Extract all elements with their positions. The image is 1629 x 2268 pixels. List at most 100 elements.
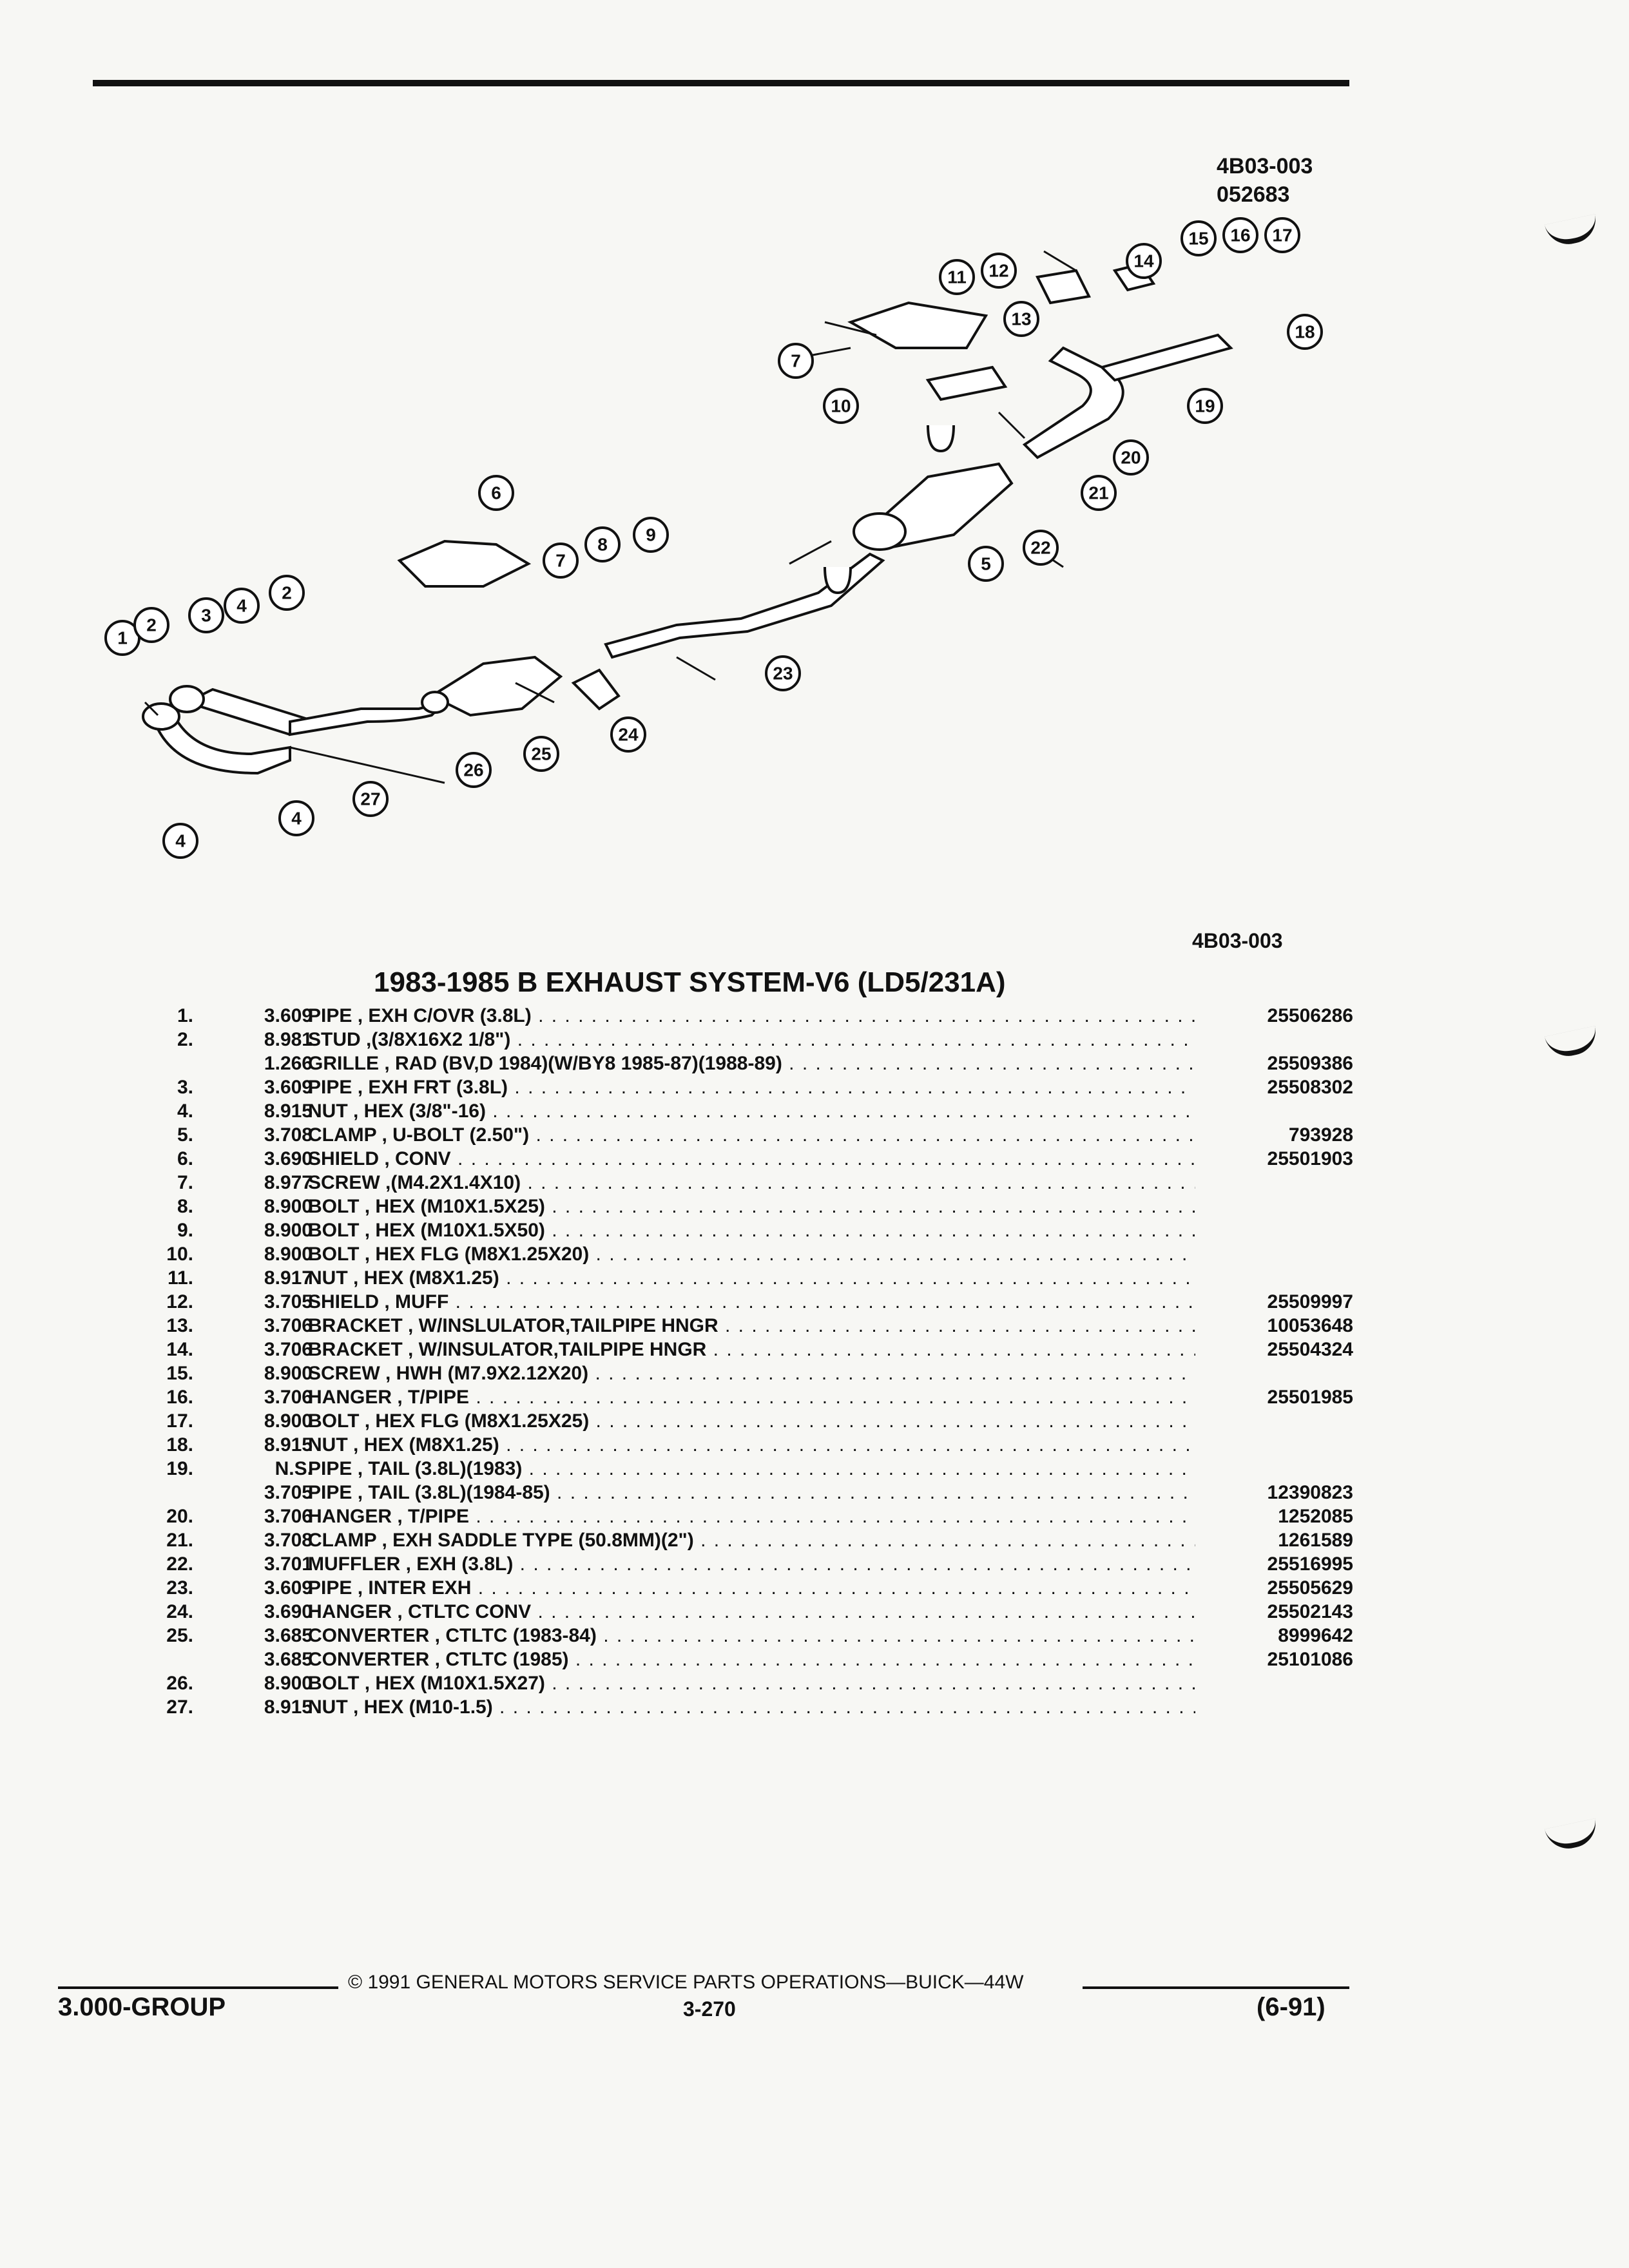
part-number: 25504324 [1267, 1339, 1353, 1360]
group-number: 3.701 [264, 1553, 313, 1575]
part-description: NUT , HEX (M10-1.5) [308, 1695, 1195, 1719]
ref-number: 2. [177, 1029, 193, 1050]
tail-pipe [1022, 333, 1233, 459]
callout-6: 6 [478, 475, 514, 511]
svg-text:22: 22 [1030, 538, 1050, 558]
footer-page-number: 3-270 [683, 1997, 736, 2021]
ref-number: 1. [177, 1005, 193, 1026]
group-number: 3.708 [264, 1124, 313, 1146]
tailpipe-bracket [925, 365, 1008, 401]
callout-14: 14 [1126, 243, 1162, 279]
ref-number: 22. [166, 1553, 193, 1575]
intermediate-pipe [604, 552, 885, 659]
ref-number: 18. [166, 1434, 193, 1456]
callout-7-lower: 7 [543, 543, 579, 579]
callout-8: 8 [584, 526, 621, 562]
callout-7-upper: 7 [778, 343, 814, 379]
callout-4-bottom-left: 4 [162, 823, 198, 859]
svg-text:4: 4 [236, 596, 247, 616]
footer-date: (6-91) [1257, 1993, 1325, 2021]
part-description: PIPE , TAIL (3.8L)(1983) [308, 1457, 1195, 1481]
part-number: 8999642 [1278, 1625, 1353, 1646]
group-number: 8.915 [264, 1100, 313, 1122]
part-description: SCREW ,(M4.2X1.4X10) [308, 1171, 1195, 1195]
figure-date: 052683 [1217, 182, 1290, 207]
group-number: 8.900 [264, 1220, 313, 1241]
group-number: 3.690 [264, 1148, 313, 1169]
part-description: SHIELD , CONV [308, 1147, 1195, 1171]
group-number: 3.685 [264, 1649, 313, 1670]
callout-15: 15 [1181, 220, 1217, 256]
svg-text:23: 23 [773, 664, 793, 684]
group-number: 3.609 [264, 1577, 313, 1599]
part-description: BOLT , HEX (M10X1.5X27) [308, 1671, 1195, 1695]
svg-text:25: 25 [531, 744, 551, 764]
part-number: 25501903 [1267, 1148, 1353, 1169]
svg-text:10: 10 [831, 396, 851, 416]
svg-text:24: 24 [618, 725, 639, 745]
group-number: 8.900 [264, 1410, 313, 1432]
callout-2-right: 2 [269, 575, 305, 611]
ref-number: 3. [177, 1077, 193, 1098]
part-description: CONVERTER , CTLTC (1983-84) [308, 1624, 1195, 1648]
part-number: 25101086 [1267, 1649, 1353, 1670]
top-rule [93, 80, 1349, 86]
svg-text:12: 12 [988, 261, 1008, 281]
edge-mark [1544, 1026, 1601, 1061]
ref-number: 19. [166, 1458, 193, 1479]
group-number: 8.900 [264, 1673, 313, 1694]
footer-rule-right [1083, 1986, 1349, 1989]
edge-mark [1544, 214, 1601, 249]
callout-19: 19 [1187, 388, 1223, 424]
part-number: 25501985 [1267, 1387, 1353, 1408]
front-pipe-extension [289, 700, 449, 736]
group-number: 3.706 [264, 1315, 313, 1336]
svg-text:17: 17 [1272, 226, 1292, 245]
converter-shield [397, 539, 532, 588]
part-description: HANGER , CTLTC CONV [308, 1600, 1195, 1624]
part-description: CLAMP , U-BOLT (2.50") [308, 1123, 1195, 1147]
group-number: 3.705 [264, 1482, 313, 1503]
group-number: 3.685 [264, 1625, 313, 1646]
callout-11: 11 [939, 259, 975, 295]
svg-text:8: 8 [597, 535, 608, 555]
footer-rule-left [58, 1986, 338, 1989]
ref-number: 26. [166, 1673, 193, 1694]
part-number: 25509386 [1267, 1053, 1353, 1074]
part-number: 12390823 [1267, 1482, 1353, 1503]
ref-number: 16. [166, 1387, 193, 1408]
part-description: BOLT , HEX FLG (M8X1.25X25) [308, 1409, 1195, 1433]
ref-number: 11. [167, 1267, 193, 1289]
callout-23: 23 [765, 655, 801, 691]
group-number: 8.900 [264, 1196, 313, 1217]
part-description: PIPE , EXH FRT (3.8L) [308, 1075, 1195, 1099]
callout-9: 9 [633, 517, 669, 553]
part-description: BRACKET , W/INSLULATOR,TAILPIPE HNGR [308, 1314, 1195, 1338]
ref-number: 23. [166, 1577, 193, 1599]
section-title: 1983-1985 B EXHAUST SYSTEM-V6 (LD5/231A) [374, 966, 1006, 998]
part-description: BOLT , HEX FLG (M8X1.25X20) [308, 1242, 1195, 1266]
group-number: 3.708 [264, 1530, 313, 1551]
callout-12: 12 [981, 253, 1017, 289]
group-number: 8.981 [264, 1029, 313, 1050]
ref-number: 7. [177, 1172, 193, 1193]
svg-text:4: 4 [291, 809, 302, 829]
part-description: NUT , HEX (3/8"-16) [308, 1099, 1195, 1123]
callout-1: 1 [104, 620, 140, 656]
callout-25: 25 [523, 736, 559, 772]
leader-lines [144, 250, 1077, 784]
group-number: 3.690 [264, 1601, 313, 1622]
muffler [853, 462, 1014, 551]
svg-text:9: 9 [646, 525, 656, 545]
muffler-shield [847, 301, 988, 349]
svg-text:26: 26 [463, 760, 483, 780]
